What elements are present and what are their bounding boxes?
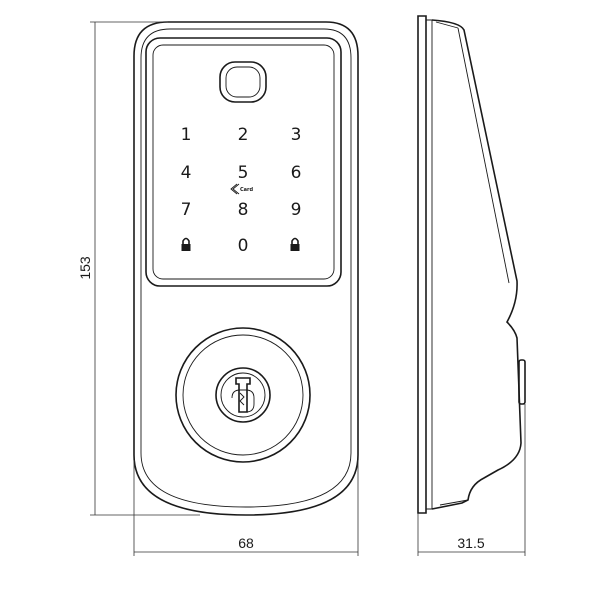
card-logo-text: Card bbox=[240, 187, 254, 193]
key-9[interactable]: 9 bbox=[291, 200, 302, 220]
key-8[interactable]: 8 bbox=[238, 200, 249, 220]
fingerprint-sensor-icon[interactable] bbox=[219, 61, 267, 103]
dimension-width: 68 bbox=[133, 460, 359, 556]
front-outer-body bbox=[133, 21, 359, 516]
dimension-depth: 31.5 bbox=[417, 404, 526, 556]
dimension-height: 153 bbox=[77, 21, 200, 516]
width-label: 68 bbox=[238, 535, 254, 551]
front-view: 1 2 3 4 5 6 Card 7 8 9 0 bbox=[133, 21, 359, 516]
front-inner-bevel bbox=[140, 28, 352, 508]
height-label: 153 bbox=[77, 256, 93, 280]
keyhole-icon bbox=[231, 377, 255, 413]
key-4[interactable]: 4 bbox=[181, 163, 192, 183]
keypad-panel-outer bbox=[145, 37, 342, 287]
lock-right-icon[interactable] bbox=[290, 237, 300, 252]
key-3[interactable]: 3 bbox=[291, 125, 302, 145]
key-6[interactable]: 6 bbox=[291, 163, 302, 183]
side-thumbturn bbox=[518, 359, 526, 405]
depth-label: 31.5 bbox=[457, 535, 484, 551]
side-view bbox=[417, 15, 526, 514]
key-cylinder[interactable] bbox=[175, 327, 311, 463]
keypad-panel-inner bbox=[152, 44, 335, 280]
key-5[interactable]: 5 bbox=[238, 163, 249, 183]
card-logo-icon: Card bbox=[230, 183, 254, 195]
lock-left-icon[interactable] bbox=[181, 237, 191, 252]
key-7[interactable]: 7 bbox=[181, 200, 192, 220]
key-0[interactable]: 0 bbox=[238, 236, 249, 256]
key-2[interactable]: 2 bbox=[238, 125, 249, 145]
side-profile bbox=[431, 19, 522, 510]
key-1[interactable]: 1 bbox=[181, 125, 192, 145]
side-base-plate bbox=[417, 15, 427, 514]
